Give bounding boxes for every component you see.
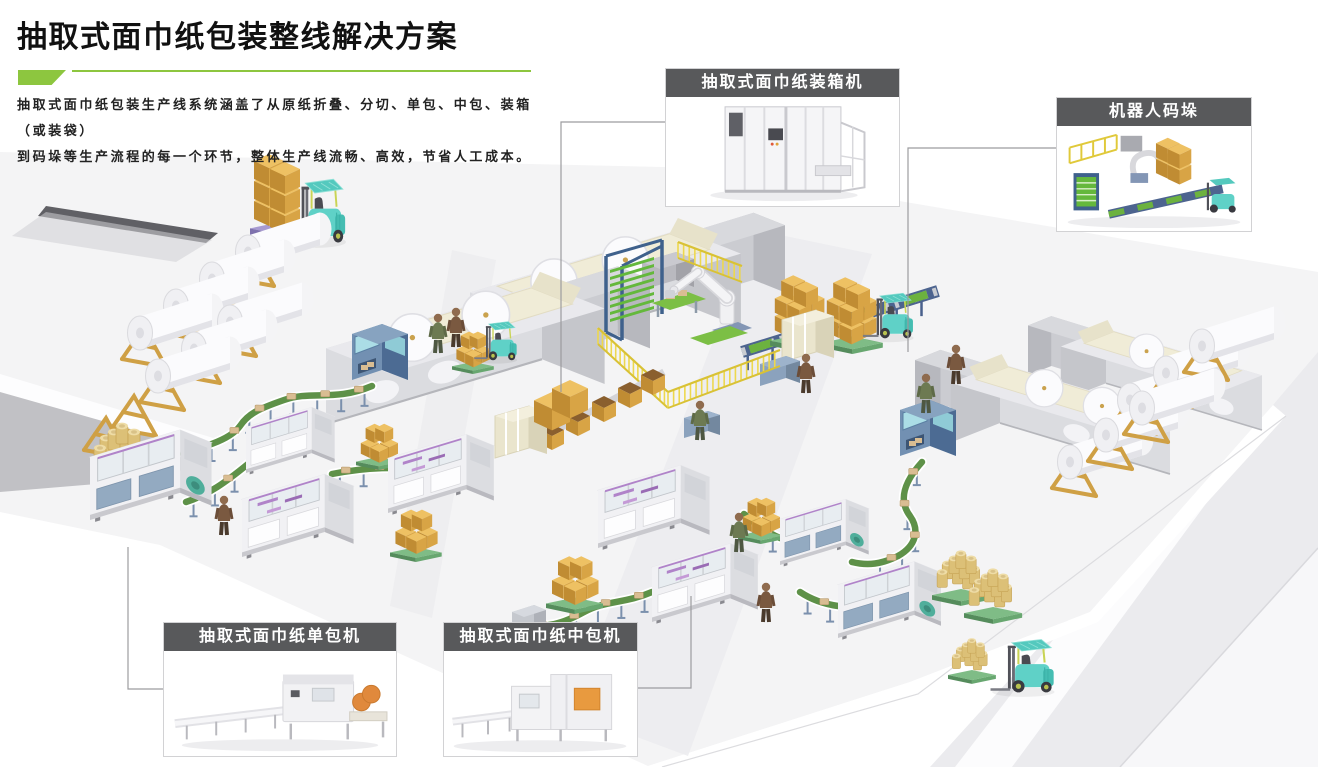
conveyor-products (886, 468, 920, 561)
page-title: 抽取式面巾纸包装整线解决方案 (17, 21, 458, 54)
accent-line (72, 70, 531, 72)
connector-case-packer (560, 121, 668, 392)
conveyor-legs (803, 599, 835, 623)
callout-middle-pack: 抽取式面巾纸中包机 (443, 622, 638, 757)
callout-case-packer: 抽取式面巾纸装箱机 (665, 68, 900, 207)
callout-case-packer-title: 抽取式面巾纸装箱机 (666, 69, 899, 97)
callout-single-pack: 抽取式面巾纸单包机 (163, 622, 397, 757)
robot-palletizing-cell (597, 238, 940, 409)
description-line1: 抽取式面巾纸包装生产线系统涵盖了从原纸折叠、分切、单包、中包、装箱（或装袋） (17, 97, 532, 138)
fence-bars (677, 242, 741, 282)
connector-middle-pack (638, 596, 692, 689)
safety-fence (677, 240, 743, 268)
callout-middle-pack-title: 抽取式面巾纸中包机 (444, 623, 637, 651)
middle-pack-photo (452, 674, 627, 753)
callout-robot-palletizer-title: 机器人码垛 (1057, 98, 1251, 126)
callout-robot-palletizer: 机器人码垛 (1056, 97, 1252, 232)
connector-robot-palletizer (907, 147, 1056, 352)
accent-block (18, 70, 66, 85)
description-line2: 到码垛等生产流程的每一个环节，整体生产线流畅、高效，节省人工成本。 (17, 149, 532, 164)
connector-single-pack (127, 547, 163, 690)
workers (214, 305, 966, 624)
case-packer-photo (710, 106, 866, 202)
callout-robot-palletizer-image (1057, 126, 1251, 231)
conveyor-products (819, 598, 830, 605)
callout-single-pack-title: 抽取式面巾纸单包机 (164, 623, 396, 651)
callout-single-pack-image (164, 651, 396, 756)
callout-case-packer-image (666, 97, 899, 206)
case-packer-in-scene (781, 309, 835, 363)
safety-fence (667, 365, 781, 409)
single-pack-photo (174, 674, 388, 752)
safety-fence (597, 343, 669, 409)
robot-palletizer-photo (1067, 133, 1241, 229)
description: 抽取式面巾纸包装生产线系统涵盖了从原纸折叠、分切、单包、中包、装箱（或装袋） 到… (17, 92, 557, 170)
fence-bars (667, 351, 776, 408)
callout-connectors (127, 121, 1056, 690)
green-platform (690, 326, 748, 345)
callout-middle-pack-image (444, 651, 637, 756)
safety-fence (677, 257, 743, 283)
safety-fence (667, 348, 781, 394)
gray-cabinet (760, 356, 800, 386)
